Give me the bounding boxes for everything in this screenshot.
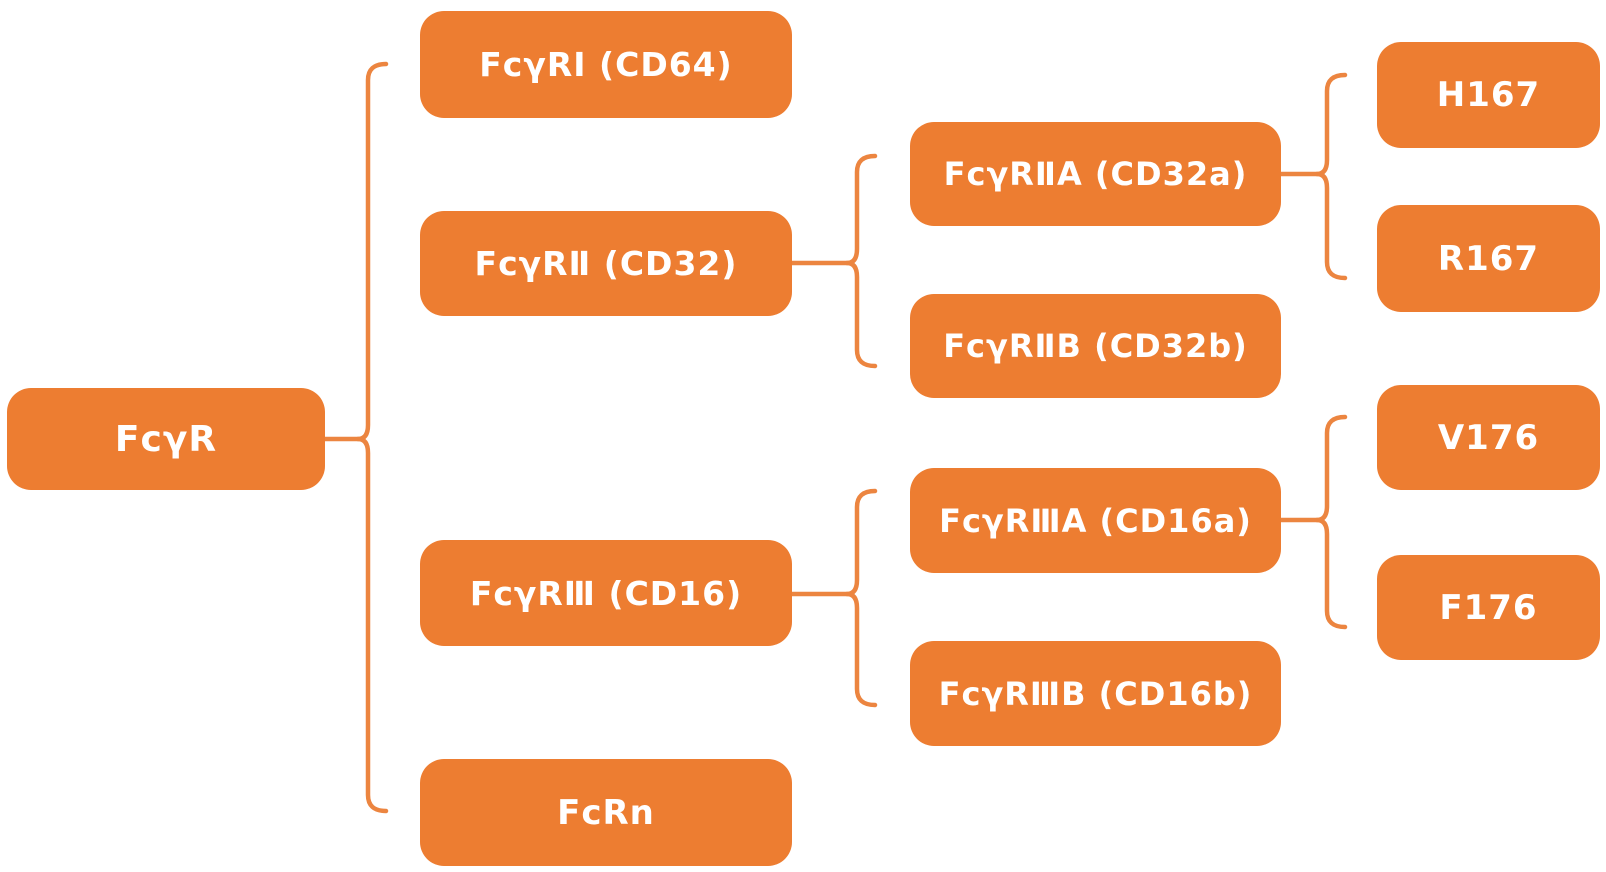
node-fcgr2a-cd32a: FcγRⅡA (CD32a)	[910, 122, 1281, 226]
node-label: V176	[1437, 417, 1540, 458]
tree-brace-root	[355, 61, 389, 814]
node-label: FcRn	[557, 792, 655, 833]
node-label: FcγRⅠ (CD64)	[479, 45, 733, 84]
node-label: FcγR	[114, 418, 218, 460]
node-fcgr3a-cd16a: FcγRⅢA (CD16a)	[910, 468, 1281, 573]
node-label: FcγRⅡ (CD32)	[474, 244, 738, 283]
node-r167: R167	[1377, 205, 1600, 312]
node-label: FcγRⅡA (CD32a)	[943, 155, 1248, 193]
node-h167: H167	[1377, 42, 1600, 148]
node-f176: F176	[1377, 555, 1600, 660]
tree-brace-fcgr3a	[1314, 414, 1348, 630]
node-label: F176	[1439, 587, 1538, 628]
node-label: FcγRⅢ (CD16)	[469, 573, 743, 613]
node-fcgr1-cd64: FcγRⅠ (CD64)	[420, 11, 792, 118]
node-v176: V176	[1377, 385, 1600, 490]
node-label: FcγRⅢA (CD16a)	[939, 501, 1252, 540]
node-label: FcγRⅡB (CD32b)	[943, 327, 1248, 365]
node-fcgr2-cd32: FcγRⅡ (CD32)	[420, 211, 792, 316]
tree-brace-fcgr2a	[1314, 72, 1348, 281]
node-fcgr3b-cd16b: FcγRⅢB (CD16b)	[910, 641, 1281, 746]
node-fcgr2b-cd32b: FcγRⅡB (CD32b)	[910, 294, 1281, 398]
node-label: R167	[1437, 238, 1540, 279]
node-fcrn: FcRn	[420, 759, 792, 866]
node-fcgr3-cd16: FcγRⅢ (CD16)	[420, 540, 792, 646]
node-label: FcγRⅢB (CD16b)	[938, 674, 1253, 713]
tree-brace-fcgr3	[844, 488, 878, 708]
node-fcgr: FcγR	[7, 388, 325, 490]
node-label: H167	[1436, 75, 1541, 115]
tree-brace-fcgr2	[844, 153, 878, 369]
